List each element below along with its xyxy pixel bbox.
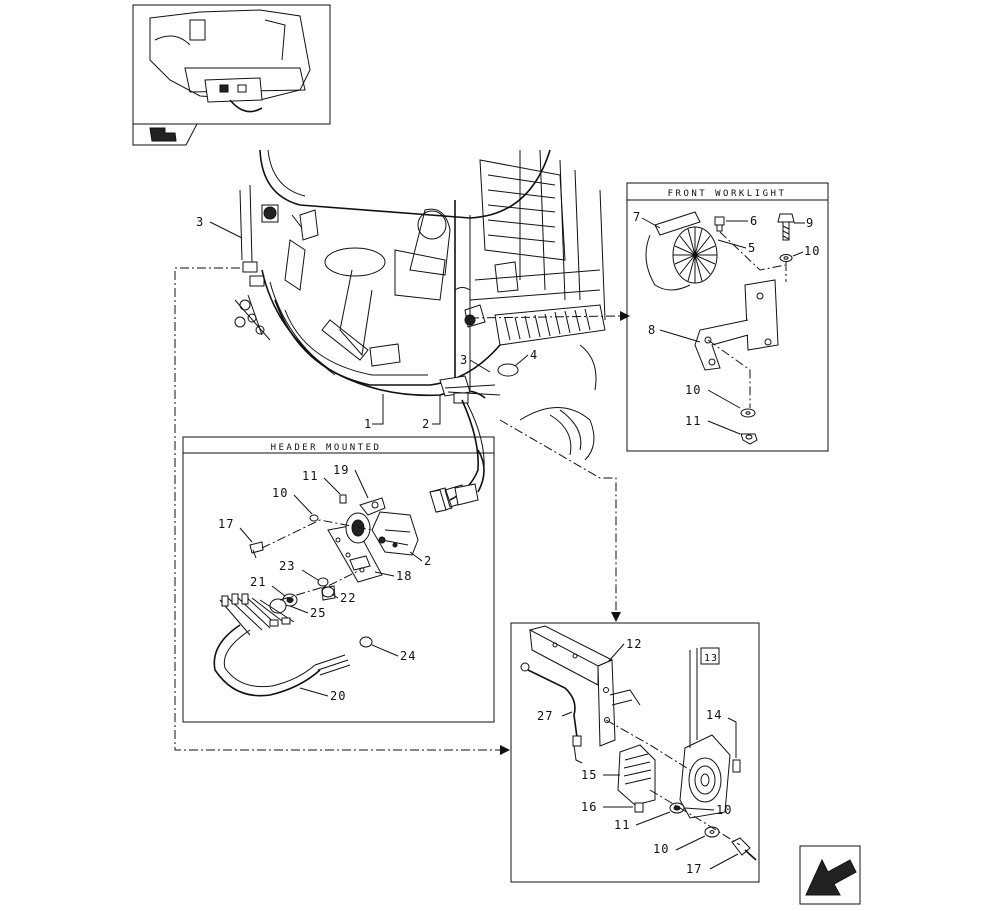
callout-1: 1 bbox=[364, 394, 384, 431]
next-page-button[interactable] bbox=[799, 845, 861, 905]
callout-label: 15 bbox=[581, 768, 597, 782]
callout-label: 18 bbox=[396, 569, 412, 583]
hand-pointer-icon bbox=[149, 127, 177, 142]
callout-label: 2 bbox=[422, 417, 430, 431]
tail-light-panel: 12 13 27 14 15 16 10 11 10 17 bbox=[510, 622, 760, 883]
callout-3b: 3 bbox=[460, 353, 491, 373]
callout-label: 25 bbox=[310, 606, 326, 620]
leader-lines bbox=[174, 267, 630, 755]
callout-label: 11 bbox=[614, 818, 630, 832]
callout-label: 7 bbox=[633, 210, 641, 224]
callout-label: 2 bbox=[424, 554, 432, 568]
callout-4: 4 bbox=[514, 348, 538, 367]
header-mounted-panel: HEADER MOUNTED bbox=[182, 436, 495, 723]
callout-label: 14 bbox=[706, 708, 722, 722]
callout-label: 21 bbox=[250, 575, 266, 589]
callout-label: 23 bbox=[279, 559, 295, 573]
callout-label: 10 bbox=[716, 803, 732, 817]
callout-label: 24 bbox=[400, 649, 416, 663]
callout-label: 10 bbox=[653, 842, 669, 856]
inset-nav-button[interactable] bbox=[132, 123, 198, 146]
callout-label: 6 bbox=[750, 214, 758, 228]
callout-label: 22 bbox=[340, 591, 356, 605]
front-worklight-panel: FRONT WORKLIGHT 7 6 9 bbox=[626, 182, 829, 452]
callout-label: 12 bbox=[626, 637, 642, 651]
callout-label: 10 bbox=[685, 383, 701, 397]
part-13-box bbox=[700, 647, 720, 665]
callout-label: 5 bbox=[748, 241, 756, 255]
callout-label: 11 bbox=[302, 469, 318, 483]
callout-label: 10 bbox=[272, 486, 288, 500]
callout-label: 17 bbox=[218, 517, 234, 531]
panel-title: HEADER MOUNTED bbox=[271, 443, 382, 453]
callout-label: 16 bbox=[581, 800, 597, 814]
callout-label: 20 bbox=[330, 689, 346, 703]
callout-label: 4 bbox=[530, 348, 538, 362]
callout-label: 8 bbox=[648, 323, 656, 337]
callout-label: 10 bbox=[804, 244, 820, 258]
callout-2: 2 bbox=[422, 395, 441, 431]
callout-label: 13 bbox=[704, 653, 718, 664]
callout-label: 19 bbox=[333, 463, 349, 477]
callout-label: 3 bbox=[196, 215, 204, 229]
cab-illustration bbox=[234, 149, 606, 513]
callout-label: 3 bbox=[460, 353, 468, 367]
panel-title: FRONT WORKLIGHT bbox=[668, 189, 787, 199]
overview-inset bbox=[132, 4, 331, 125]
callout-3a: 3 bbox=[196, 215, 243, 239]
callout-label: 17 bbox=[686, 862, 702, 876]
callout-label: 27 bbox=[537, 709, 553, 723]
callout-label: 1 bbox=[364, 417, 372, 431]
arrow-down-left-icon bbox=[805, 858, 857, 896]
callout-label: 11 bbox=[685, 414, 701, 428]
callout-label: 9 bbox=[806, 216, 814, 230]
